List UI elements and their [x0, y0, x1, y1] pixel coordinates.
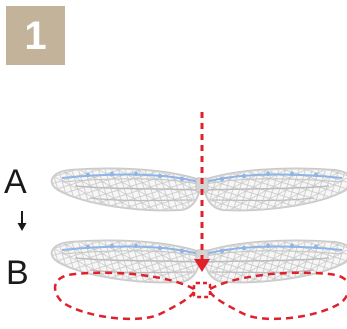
label-a: A	[4, 163, 27, 201]
label-b: B	[6, 254, 29, 292]
red-arrow-down-icon	[194, 112, 210, 272]
wing-pair-a	[50, 167, 347, 212]
step-number: 1	[24, 13, 47, 58]
right-wing-outline	[208, 271, 347, 321]
wing-pair-b	[50, 239, 347, 284]
arrow-down-icon	[17, 211, 27, 231]
left-wing-outline	[53, 271, 196, 321]
center-joint-highlight	[192, 281, 212, 299]
step-badge: 1	[6, 6, 65, 65]
